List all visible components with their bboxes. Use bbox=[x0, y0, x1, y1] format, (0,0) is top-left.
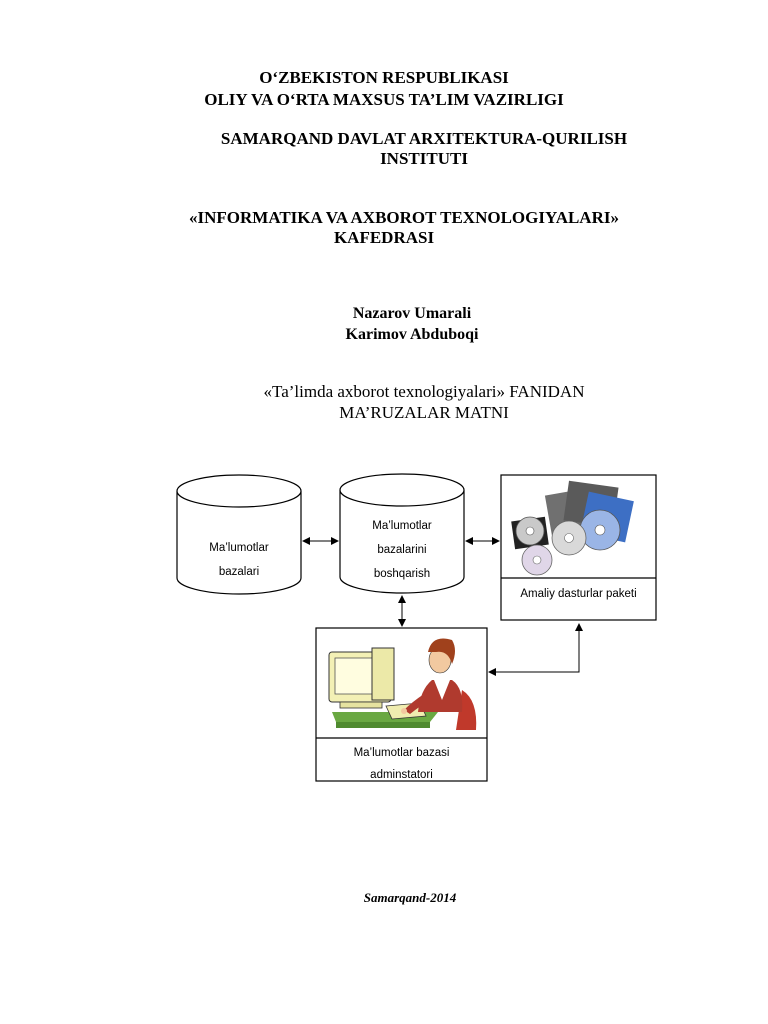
subject-line-1: «Ta’limda axborot texnologiyalari» FANID… bbox=[263, 382, 585, 401]
connector-admin-software bbox=[488, 623, 583, 676]
author-2: Karimov Abduboqi bbox=[345, 326, 479, 343]
place-year: Samarqand-2014 bbox=[363, 890, 457, 905]
author-1: Nazarov Umarali bbox=[352, 305, 472, 322]
database-cylinder bbox=[176, 474, 302, 595]
administrator-illustration bbox=[328, 638, 477, 730]
db-label-line-1: Ma’lumotlar bbox=[209, 542, 269, 554]
software-package-label: Amaliy dasturlar paketi bbox=[520, 588, 637, 600]
institute-line-1: SAMARQAND DAVLAT ARXITEKTURA-QURILISH bbox=[220, 129, 628, 148]
subject-line-2: MA’RUZALAR MATNI bbox=[339, 403, 509, 422]
dbms-label-line-1: Ma’lumotlar bbox=[372, 520, 432, 532]
dbms-cylinder bbox=[339, 473, 465, 594]
dbms-label-line-2: bazalarini bbox=[377, 544, 427, 556]
db-label-line-2: bazalari bbox=[218, 566, 260, 578]
department-line-1: «INFORMATIKA VA AXBOROT TEXNOLOGIYALARI» bbox=[189, 208, 619, 227]
institute-line-2: INSTITUTI bbox=[380, 149, 468, 168]
department-line-2: KAFEDRASI bbox=[333, 228, 435, 247]
admin-label-line-1: Ma’lumotlar bazasi bbox=[353, 747, 450, 759]
ministry-line-1: O‘ZBEKISTON RESPUBLIKASI bbox=[259, 68, 509, 87]
dbms-label-line-3: boshqarish bbox=[373, 568, 431, 580]
cd-discs-illustration bbox=[511, 480, 634, 576]
ministry-line-2: OLIY VA O‘RTA MAXSUS TA’LIM VAZIRLIGI bbox=[204, 90, 564, 109]
admin-label-line-2: adminstatori bbox=[370, 769, 433, 779]
